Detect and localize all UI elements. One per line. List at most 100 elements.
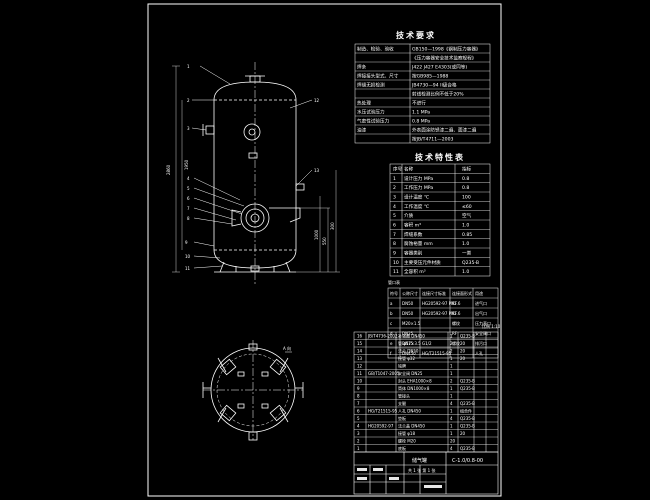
dimension-lines xyxy=(172,65,340,273)
tech-req-item: 焊缝无损检测 xyxy=(357,82,385,89)
callout-leaders xyxy=(191,65,313,269)
bom-cell: 补强圈 DN450 xyxy=(398,332,425,338)
tech-req-value: 外表面涂防锈漆二遍、面漆二遍 xyxy=(412,127,477,134)
bom-cell: 垫板 xyxy=(398,415,406,421)
spec-value: 0.8 xyxy=(462,176,469,182)
nozzle-header-cell: 符号 xyxy=(390,290,398,296)
nozzle-cell: RF xyxy=(452,331,458,336)
spec-name: 设计压力 MPa xyxy=(404,175,433,182)
bom-cell: 4 xyxy=(450,401,453,406)
spec-header-name: 名称 xyxy=(404,166,414,173)
bom-cell: Q235-B xyxy=(460,446,475,451)
bom-cell: 3 xyxy=(357,431,360,436)
callout-2: 2 xyxy=(187,98,190,103)
bom-cell: 8 xyxy=(357,393,360,398)
bom-cell: 1 xyxy=(450,386,453,391)
spec-name: 腐蚀裕量 mm xyxy=(404,240,433,247)
bom-cell: JB/T4736-2002 xyxy=(367,333,398,338)
nozzle-cell: DN50 xyxy=(402,311,414,316)
nozzle-cell: HG20592-97 PN1.6 xyxy=(422,301,461,306)
bom-cell: 1 xyxy=(450,423,453,428)
spec-no: 9 xyxy=(393,251,396,257)
bom-cell: 6 xyxy=(357,408,360,413)
bom-cell: 1 xyxy=(450,408,453,413)
callout-9: 9 xyxy=(185,240,188,245)
bom-cell: 4 xyxy=(450,416,453,421)
bom-cell: 2 xyxy=(357,438,360,443)
spec-name: 工作压力 MPa xyxy=(404,184,433,191)
callout-11: 11 xyxy=(185,266,191,271)
bom-cell: 1 xyxy=(450,393,453,398)
callout-6: 6 xyxy=(187,196,190,201)
tech-req-value: 按JB/T4711—2003 xyxy=(412,136,454,143)
spec-no: 2 xyxy=(393,185,396,191)
bom-cell: 接管 φ32 xyxy=(398,355,415,361)
tech-req-item: 热处理 xyxy=(357,100,371,107)
bom-cell: 20 xyxy=(460,356,466,361)
bom-cell: 5 xyxy=(357,416,360,421)
spec-header-no: 序号 xyxy=(393,166,403,173)
callout-13: 13 xyxy=(314,168,320,173)
nozzle-header-cell: 连接尺寸标准 xyxy=(422,290,446,296)
bom-cell: 20 xyxy=(460,341,466,346)
sheet-border xyxy=(147,3,502,497)
spec-no: 3 xyxy=(393,195,396,201)
bom-cell: 管接头 xyxy=(398,392,410,398)
drawing-number: C-1.0/0.8-00 xyxy=(452,458,483,464)
spec-value: 1.0 xyxy=(462,269,469,275)
tech-req-title: 技术要求 xyxy=(396,30,436,40)
nozzle-cell: RF xyxy=(452,311,458,316)
bom-cell: 封头 EHA1000×8 xyxy=(398,377,432,383)
callout-3: 3 xyxy=(187,126,190,131)
callout-8: 8 xyxy=(187,216,190,221)
plan-view-label: A 向 xyxy=(283,345,291,351)
spec-value: 一类 xyxy=(462,250,472,257)
nozzle-cell: DN450 xyxy=(402,351,416,356)
spec-name: 工作温度 ℃ xyxy=(404,203,429,210)
tech-req-value: JB4730—94 II级合格 xyxy=(411,82,457,89)
scale-label: 比例 1:10 xyxy=(482,323,501,329)
bom-cell: 14 xyxy=(357,348,363,353)
bom-cell: 1 xyxy=(357,446,360,451)
dim-manhole-height: 550 xyxy=(322,237,327,245)
bom-cell: 20 xyxy=(460,348,466,353)
bom-cell: 20 xyxy=(450,438,456,443)
bom-cell: 人孔 DN450 xyxy=(398,407,421,413)
spec-value: 1.0 xyxy=(462,223,469,229)
dim-overall-height: 2860 xyxy=(166,164,171,175)
tech-req-item: 制造、检验、验收 xyxy=(357,46,394,53)
nozzle-header-cell: 公称尺寸 xyxy=(402,290,418,296)
bom-cell: 法兰 DN50 xyxy=(398,347,419,353)
tech-req-value: 1.1 MPa xyxy=(412,110,430,116)
bom-cell: 2 xyxy=(450,348,453,353)
tech-req-item: 油漆 xyxy=(357,127,367,134)
spec-name: 设计温度 ℃ xyxy=(404,194,429,201)
bom-cell: 2 xyxy=(450,341,453,346)
nozzle-cell: b xyxy=(390,311,393,316)
tech-req-item: 焊条 xyxy=(357,64,367,71)
nozzle-cell: M20×1.5 xyxy=(402,321,421,326)
callout-7: 7 xyxy=(187,206,190,211)
spec-no: 6 xyxy=(393,223,396,229)
nozzle-cell: DN50 xyxy=(402,301,414,306)
nozzle-title: 管口表 xyxy=(388,279,400,285)
bom-cell: 9 xyxy=(357,386,360,391)
bom-cell: 铭牌 xyxy=(398,362,406,368)
nozzle-cell: e xyxy=(390,341,393,346)
spec-value: 0.8 xyxy=(462,185,469,191)
dim-nozzle-height: 1000 xyxy=(314,229,319,240)
bom-cell: Q235-B xyxy=(460,386,475,391)
title-block-hatch xyxy=(357,468,442,488)
bom-cell: 10 xyxy=(357,378,363,383)
dim-side-nozzle-height: 300 xyxy=(330,222,335,230)
callout-12: 12 xyxy=(314,98,320,103)
nozzle-cell: G1/2 xyxy=(422,341,432,346)
bom-cell: 底板 xyxy=(398,445,406,451)
